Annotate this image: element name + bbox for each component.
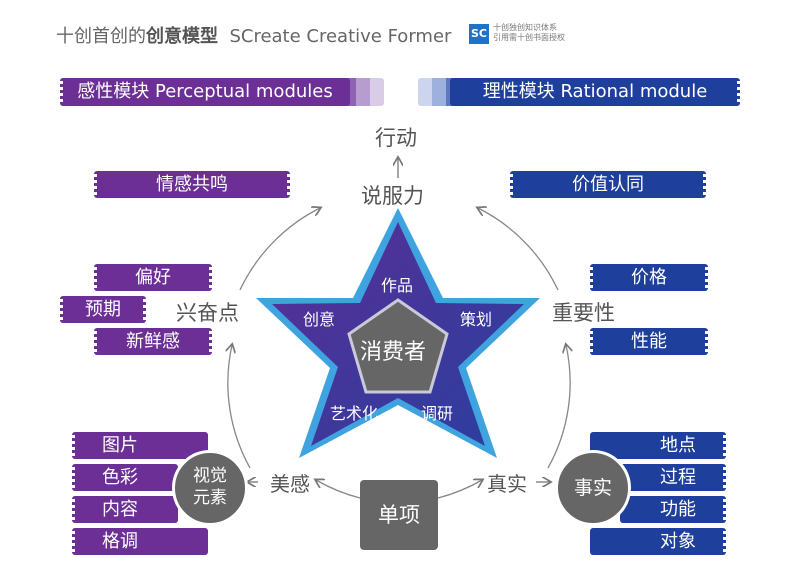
excitement-tag-preference: 偏好 bbox=[91, 264, 215, 291]
star-point-creativity: 创意 bbox=[303, 310, 336, 329]
single-item-box: 单项 bbox=[360, 480, 438, 550]
truth-label: 真实 bbox=[487, 472, 527, 496]
excitement-tag-novelty: 新鲜感 bbox=[91, 328, 215, 355]
star-point-artistic: 艺术化 bbox=[330, 404, 379, 423]
arc-left-upper bbox=[239, 208, 320, 291]
page-title: 十创首创的创意模型 SCreate Creative Former bbox=[56, 26, 452, 47]
excitement-tag-expectation: 预期 bbox=[57, 296, 149, 323]
consumer-pentagon bbox=[347, 298, 449, 394]
arc-left-lower bbox=[228, 345, 251, 469]
arc-bottom-left bbox=[316, 480, 361, 499]
visual-tag-style: 格调 bbox=[69, 528, 208, 555]
emotion-resonance-tag: 情感共鸣 bbox=[91, 171, 293, 198]
importance-tag-performance: 性能 bbox=[587, 328, 711, 355]
arc-bottom-right bbox=[437, 480, 482, 499]
arc-right-upper bbox=[478, 208, 559, 291]
perceptual-modules-banner: 感性模块 Perceptual modules bbox=[57, 78, 350, 106]
visual-tag-color: 色彩 bbox=[69, 464, 178, 491]
aesthetic-label: 美感 bbox=[270, 472, 310, 496]
value-recognition-tag: 价值认同 bbox=[507, 171, 709, 198]
fact-circle: 事实 bbox=[555, 450, 631, 526]
importance-tag-price: 价格 bbox=[587, 264, 711, 291]
fact-tag-function: 功能 bbox=[620, 496, 729, 523]
star-point-works: 作品 bbox=[381, 276, 414, 295]
consumer-label: 消费者 bbox=[360, 340, 427, 365]
visual-elements-circle: 视觉 元素 bbox=[172, 450, 248, 526]
visual-tag-image: 图片 bbox=[69, 432, 208, 459]
star-point-planning: 策划 bbox=[460, 310, 493, 329]
importance-label: 重要性 bbox=[552, 301, 615, 325]
rational-module-banner: 理性模块 Rational module bbox=[450, 78, 743, 106]
action-label: 行动 bbox=[375, 126, 417, 150]
logo-mark: SC bbox=[469, 24, 489, 44]
persuasion-label: 说服力 bbox=[361, 184, 424, 208]
logo-caption: 十创独创知识体系 引用需十创书面授权 bbox=[493, 23, 565, 42]
visual-tag-content: 内容 bbox=[69, 496, 178, 523]
fact-tag-object: 对象 bbox=[590, 528, 729, 555]
star-point-research: 调研 bbox=[421, 404, 454, 423]
arc-right-lower bbox=[547, 345, 570, 469]
fact-tag-process: 过程 bbox=[620, 464, 729, 491]
excitement-label: 兴奋点 bbox=[176, 301, 239, 325]
